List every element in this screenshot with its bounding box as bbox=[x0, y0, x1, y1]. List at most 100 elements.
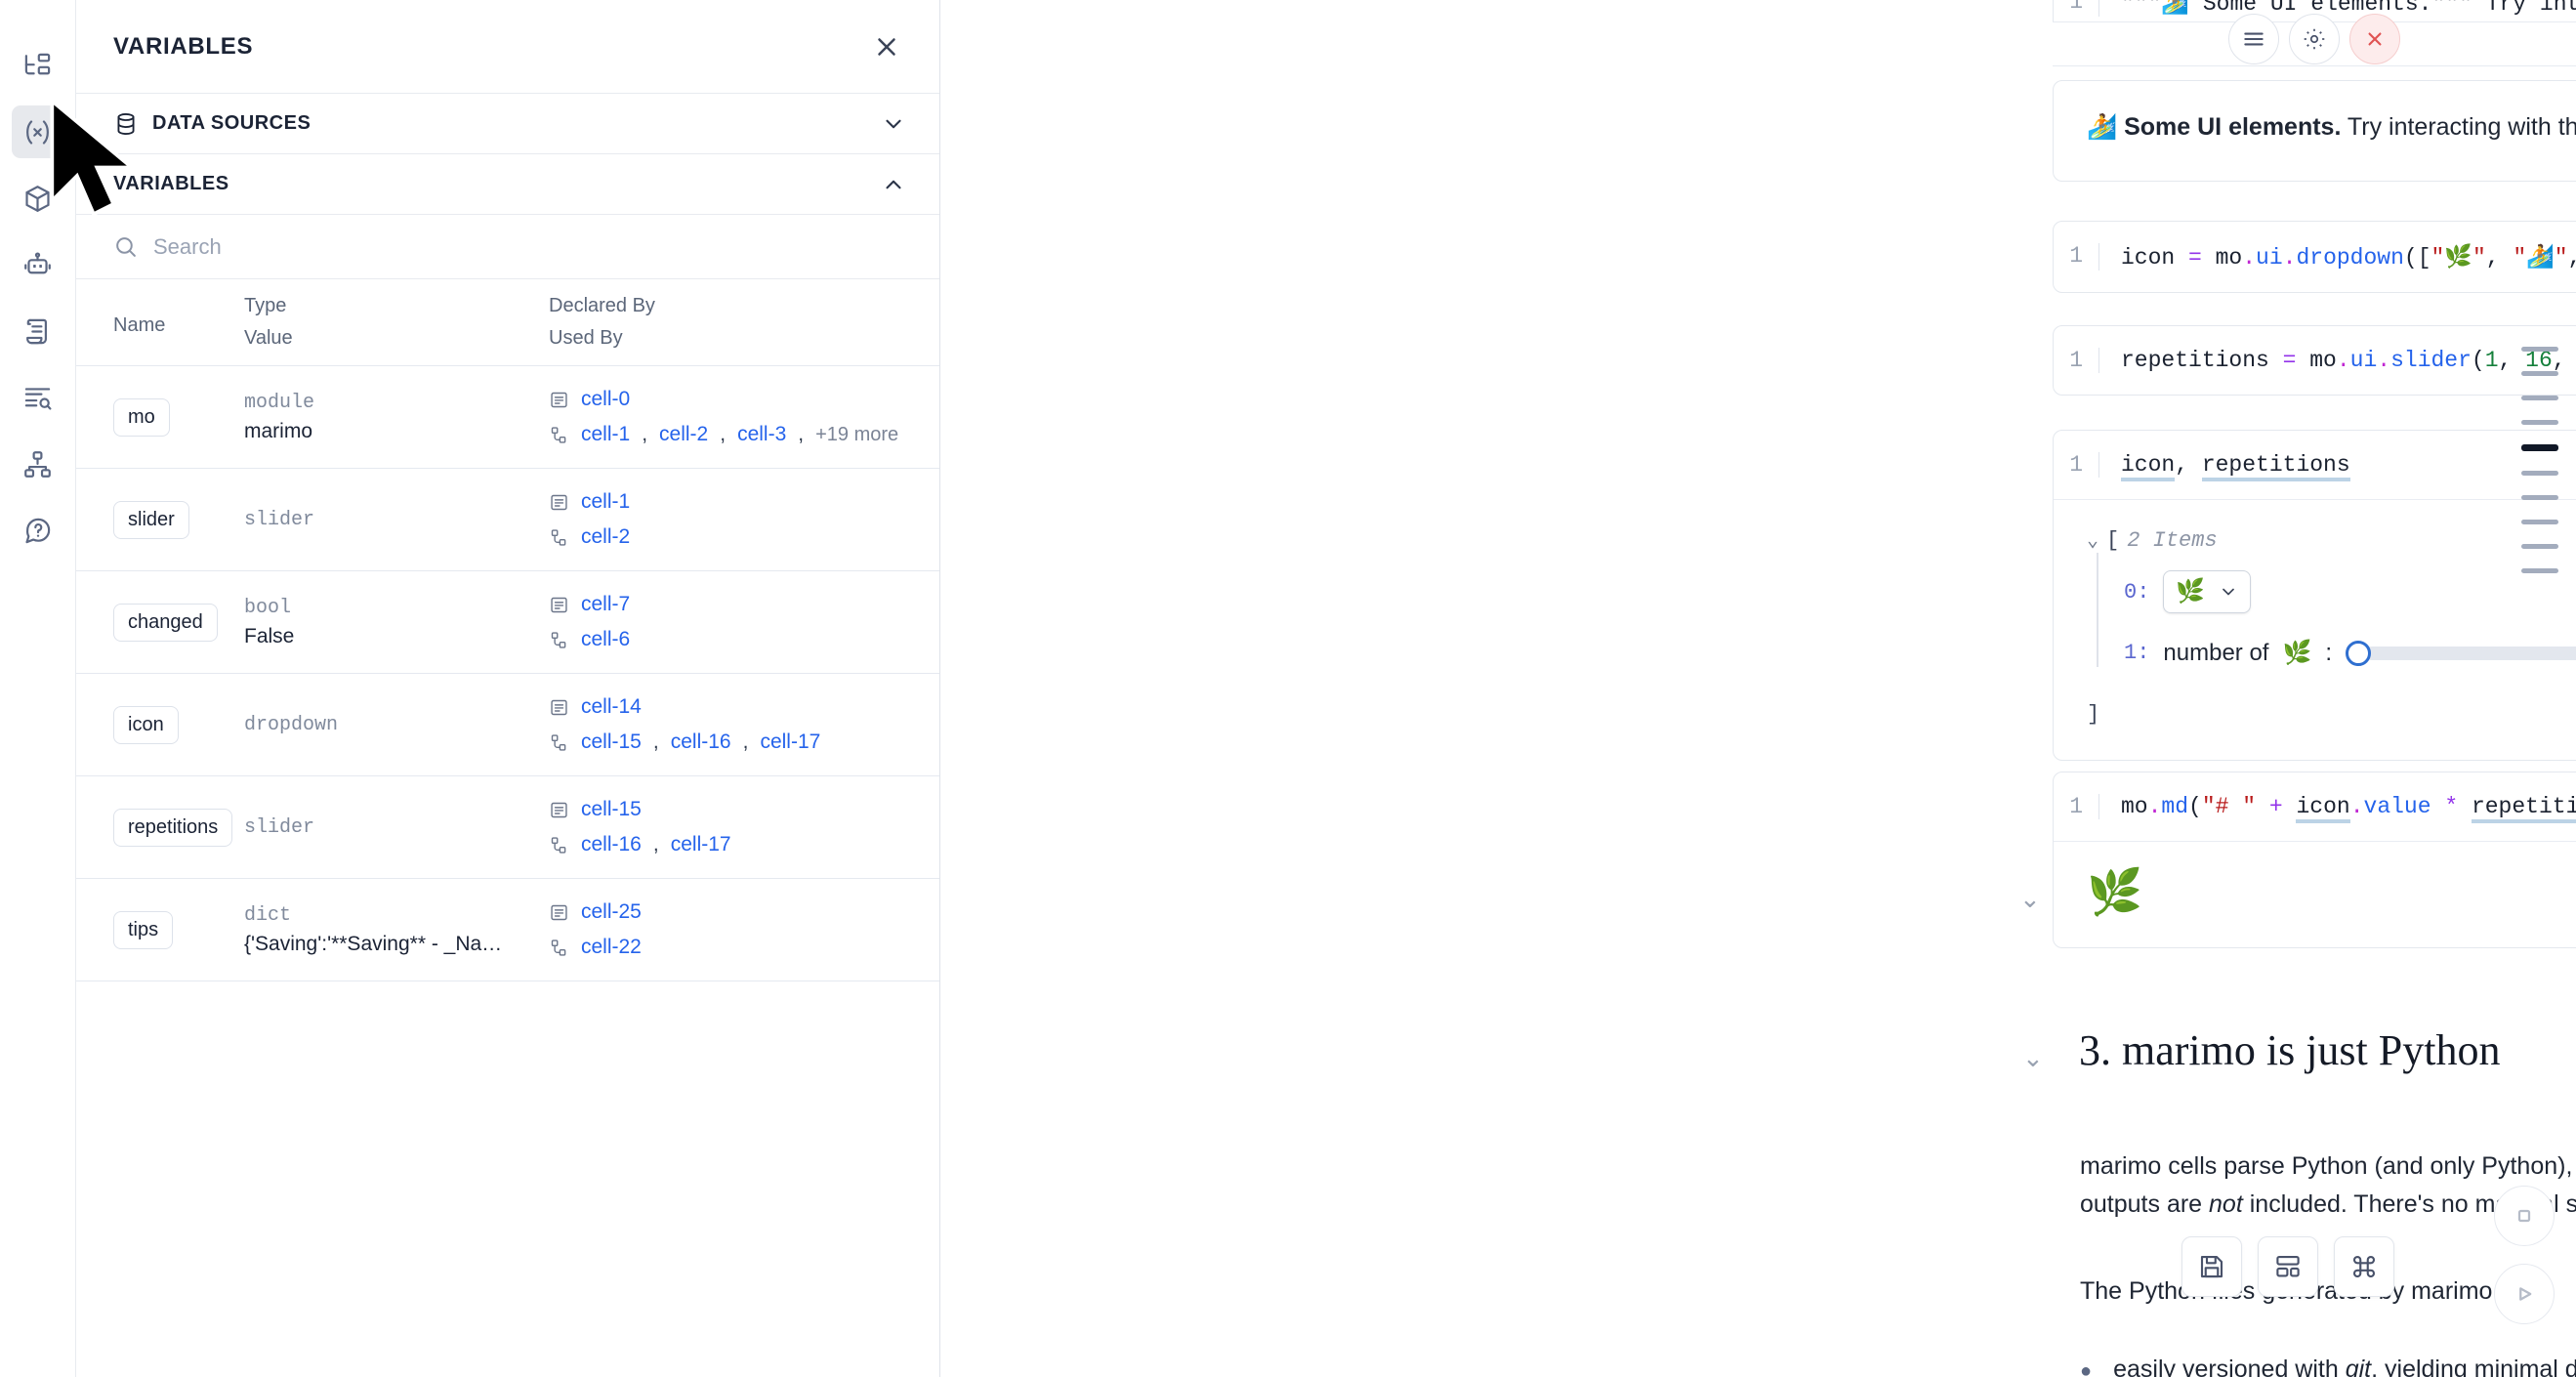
cell-link[interactable]: cell-17 bbox=[670, 833, 731, 855]
minimap-row[interactable] bbox=[2521, 396, 2558, 400]
cell-link[interactable]: cell-14 bbox=[581, 695, 642, 718]
cell-link[interactable]: cell-3 bbox=[737, 423, 787, 445]
save-icon[interactable] bbox=[2181, 1236, 2242, 1297]
layout-icon[interactable] bbox=[2258, 1236, 2318, 1297]
file-explorer-icon[interactable] bbox=[12, 39, 64, 92]
cell-link[interactable]: cell-0 bbox=[581, 388, 631, 410]
command-icon[interactable] bbox=[2334, 1236, 2394, 1297]
doc-paragraph-1-a: marimo cells parse Python (and only Pyth… bbox=[2080, 1152, 2576, 1218]
variable-name-chip[interactable]: changed bbox=[113, 603, 218, 642]
list-output-header[interactable]: ⌄ [ 2 Items bbox=[2087, 527, 2576, 554]
minimap-row[interactable] bbox=[2521, 544, 2558, 549]
variable-name-chip[interactable]: icon bbox=[113, 705, 179, 744]
dependency-icon bbox=[549, 835, 569, 855]
minimap-row[interactable] bbox=[2521, 420, 2558, 425]
cell-link[interactable]: cell-15 bbox=[581, 798, 642, 820]
close-icon[interactable] bbox=[869, 29, 904, 64]
code-token: ( bbox=[2471, 348, 2485, 373]
chat-assistant-icon[interactable] bbox=[12, 238, 64, 291]
section-variables[interactable]: VARIABLES bbox=[76, 154, 939, 215]
help-icon[interactable] bbox=[12, 504, 64, 557]
variable-name-chip[interactable]: repetitions bbox=[113, 808, 233, 847]
minimap-row[interactable] bbox=[2521, 471, 2558, 476]
cell-link[interactable]: cell-1 bbox=[581, 423, 631, 445]
close-icon[interactable] bbox=[2349, 14, 2400, 64]
cell-link[interactable]: cell-17 bbox=[760, 730, 821, 753]
cell-link[interactable]: cell-15 bbox=[581, 730, 642, 753]
code-token: ([ bbox=[2403, 245, 2431, 271]
section-data-sources[interactable]: DATA SOURCES bbox=[76, 94, 939, 154]
minimap[interactable] bbox=[2521, 347, 2558, 573]
variable-name-chip[interactable]: slider bbox=[113, 500, 189, 539]
dropdown-select[interactable]: 🌿 bbox=[2163, 570, 2252, 613]
cell-link[interactable]: cell-6 bbox=[581, 628, 631, 650]
chevron-down-icon[interactable] bbox=[881, 111, 906, 137]
cell-variable-name: tips bbox=[76, 878, 244, 981]
code-token: value bbox=[2363, 794, 2431, 819]
minimap-row[interactable] bbox=[2521, 568, 2558, 573]
cell-link[interactable]: cell-2 bbox=[659, 423, 709, 445]
outline-icon[interactable] bbox=[12, 371, 64, 424]
slider-control[interactable] bbox=[2346, 640, 2576, 666]
more-cells-label[interactable]: +19 more bbox=[815, 423, 899, 445]
variables-icon[interactable] bbox=[11, 105, 64, 158]
dependencies-icon[interactable] bbox=[12, 172, 64, 225]
code-token: , bbox=[2568, 245, 2576, 271]
doc-list-item: ● easily versioned with git, yielding mi… bbox=[2080, 1356, 2576, 1377]
md-emoji-output: 🌿 bbox=[2087, 866, 2143, 917]
cell-icon bbox=[549, 492, 569, 513]
page-title: 3. marimo is just Python bbox=[2079, 1026, 2501, 1074]
column-name: Name bbox=[76, 279, 244, 366]
cell-link[interactable]: cell-22 bbox=[581, 936, 642, 958]
code-cell-md[interactable]: 1mo.md("# " + icon.value * repetitions.v… bbox=[2053, 772, 2576, 948]
cell-link[interactable]: cell-16 bbox=[581, 833, 642, 855]
slider-thumb[interactable] bbox=[2346, 640, 2372, 666]
dependency-icon bbox=[549, 630, 569, 650]
chevron-down-icon[interactable]: ⌄ bbox=[2022, 1043, 2044, 1072]
slider-track[interactable] bbox=[2365, 646, 2576, 660]
logs-icon[interactable] bbox=[12, 305, 64, 357]
chevron-up-icon[interactable] bbox=[881, 172, 906, 197]
cell-link[interactable]: cell-25 bbox=[581, 900, 642, 923]
variable-value: marimo bbox=[244, 419, 313, 442]
chevron-down-icon[interactable]: ⌄ bbox=[2019, 884, 2041, 913]
cell-link[interactable]: cell-2 bbox=[581, 525, 631, 548]
minimap-row[interactable] bbox=[2521, 347, 2558, 352]
section-data-sources-label: DATA SOURCES bbox=[152, 112, 312, 134]
stop-icon[interactable] bbox=[2494, 1186, 2555, 1246]
cell-variable-name: changed bbox=[76, 570, 244, 674]
code-token: . bbox=[2282, 245, 2297, 271]
gear-icon[interactable] bbox=[2289, 14, 2340, 64]
markdown-output: 🏄 Some UI elements. Try interacting with… bbox=[2053, 80, 2576, 182]
list-output-body: 0: 🌿 1: number of 🌿 bbox=[2097, 553, 2576, 667]
cell-variable-name: slider bbox=[76, 468, 244, 571]
chevron-down-icon[interactable]: ⌄ bbox=[2087, 530, 2099, 553]
dependency-graph-icon[interactable] bbox=[12, 438, 64, 490]
minimap-row[interactable] bbox=[2521, 520, 2558, 524]
separator: , bbox=[720, 423, 727, 445]
used-by-line: cell-22 bbox=[549, 936, 930, 959]
cell-link[interactable]: cell-7 bbox=[581, 593, 631, 615]
cell-icon bbox=[549, 697, 569, 718]
cell-link[interactable]: cell-16 bbox=[670, 730, 731, 753]
cell-link[interactable]: cell-1 bbox=[581, 490, 631, 513]
search-input[interactable] bbox=[153, 233, 906, 260]
variable-name-chip[interactable]: tips bbox=[113, 910, 174, 949]
minimap-row[interactable] bbox=[2521, 444, 2558, 451]
hamburger-menu-icon[interactable] bbox=[2228, 14, 2279, 64]
minimap-row[interactable] bbox=[2521, 495, 2558, 500]
code-token: ( bbox=[2188, 794, 2202, 819]
play-icon[interactable] bbox=[2494, 1264, 2555, 1324]
minimap-row[interactable] bbox=[2521, 371, 2558, 376]
code-token: mo bbox=[2121, 794, 2148, 819]
variable-name-chip[interactable]: mo bbox=[113, 397, 170, 437]
